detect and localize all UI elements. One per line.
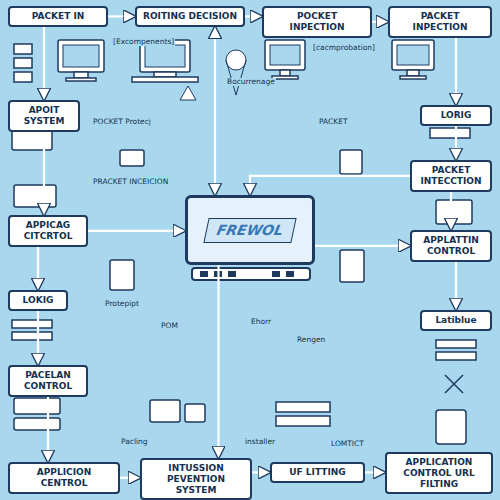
node-label: APPLATTIN CONTROL xyxy=(417,235,485,257)
callout-label: POM xyxy=(160,322,179,330)
firewall-box: FREWOL xyxy=(185,195,315,265)
callout-label: PACKET xyxy=(318,118,349,126)
flow-arrow xyxy=(365,471,385,473)
flow-arrow xyxy=(37,247,39,290)
node-label: ROITING DECISION xyxy=(143,11,237,22)
process-box: APPLICATION CONTROL URL FILTING xyxy=(385,452,493,494)
node-label: APPLICATION CONTROL URL FILTING xyxy=(392,457,486,489)
callout-label: LOMTICT xyxy=(330,440,365,448)
flow-arrow xyxy=(47,397,49,462)
process-box: Latiblue xyxy=(420,310,492,331)
callout-label: PRACKET INCEICION xyxy=(92,178,169,186)
flow-arrow xyxy=(108,15,135,17)
process-box: INTUSSION PEVENTION SYSTEM xyxy=(140,458,252,500)
node-label: APPICAG CITCRTOL xyxy=(15,220,81,242)
process-box: APOIT SYSTEM xyxy=(8,100,80,132)
process-box: APPLATTIN CONTROL xyxy=(410,230,492,262)
flow-arrow xyxy=(120,477,140,479)
node-label: PACKET INTECCTION xyxy=(417,165,485,187)
flow-arrow xyxy=(217,265,219,458)
node-label: PACKET IN xyxy=(32,11,85,22)
node-label: Latiblue xyxy=(435,315,476,326)
process-box: LORIG xyxy=(420,105,492,126)
process-box: LOKIG xyxy=(8,290,68,311)
process-box: PACKET IN xyxy=(8,6,108,27)
node-label: PACELAN CONTROL xyxy=(15,370,81,392)
node-label: LOKIG xyxy=(23,295,54,306)
process-box: PACELAN CONTROL xyxy=(8,365,88,397)
node-label: UF LITTING xyxy=(289,467,345,478)
flow-arrow xyxy=(37,311,39,365)
process-box: APPLICION CENTROL xyxy=(8,462,120,494)
callout-label: installer xyxy=(244,438,276,446)
node-label: APOIT SYSTEM xyxy=(15,105,73,127)
flow-arrow xyxy=(315,245,410,247)
node-label: POCKET INPECTION xyxy=(269,11,365,33)
node-label: APPLICION CENTROL xyxy=(15,467,113,489)
process-box: UF LITTING xyxy=(270,462,365,483)
callout-label: Rengen xyxy=(296,336,326,344)
callout-label: Pacling xyxy=(120,438,149,446)
flow-arrow xyxy=(245,15,262,17)
flow-arrow xyxy=(450,192,452,230)
flow-arrow xyxy=(43,132,45,215)
process-box: APPICAG CITCRTOL xyxy=(8,215,88,247)
flow-arrow xyxy=(455,126,457,160)
icon-details xyxy=(63,45,463,393)
callout-label: [cacmprobation] xyxy=(312,44,376,52)
flow-arrow xyxy=(88,230,185,232)
flow-arrow xyxy=(43,27,45,100)
flow-arrow xyxy=(250,176,410,195)
process-box: PACKET INTECCTION xyxy=(410,160,492,192)
node-label: INTUSSION PEVENTION SYSTEM xyxy=(147,463,245,495)
flow-arrow xyxy=(455,262,457,310)
callout-label: Ehorr xyxy=(250,318,272,326)
flow-arrow xyxy=(455,38,457,105)
flow-arrow xyxy=(372,21,388,23)
callout-label: Protepipt xyxy=(104,300,140,308)
firewall-shadow xyxy=(192,268,310,280)
callout-label: Bocurrenage xyxy=(226,78,276,86)
callout-label: [Excompenents] xyxy=(112,38,175,46)
callout-label: POCKET Protecj xyxy=(92,118,152,126)
node-label: FREWOL xyxy=(203,218,296,243)
flow-arrow xyxy=(252,471,270,473)
process-box: POCKET INPECTION xyxy=(262,6,372,38)
node-label: LORIG xyxy=(441,110,472,121)
node-label: PACKET INPECTION xyxy=(395,11,485,33)
process-box: ROITING DECISION xyxy=(135,6,245,27)
process-box: PACKET INPECTION xyxy=(388,6,492,38)
flow-arrow xyxy=(214,27,216,195)
